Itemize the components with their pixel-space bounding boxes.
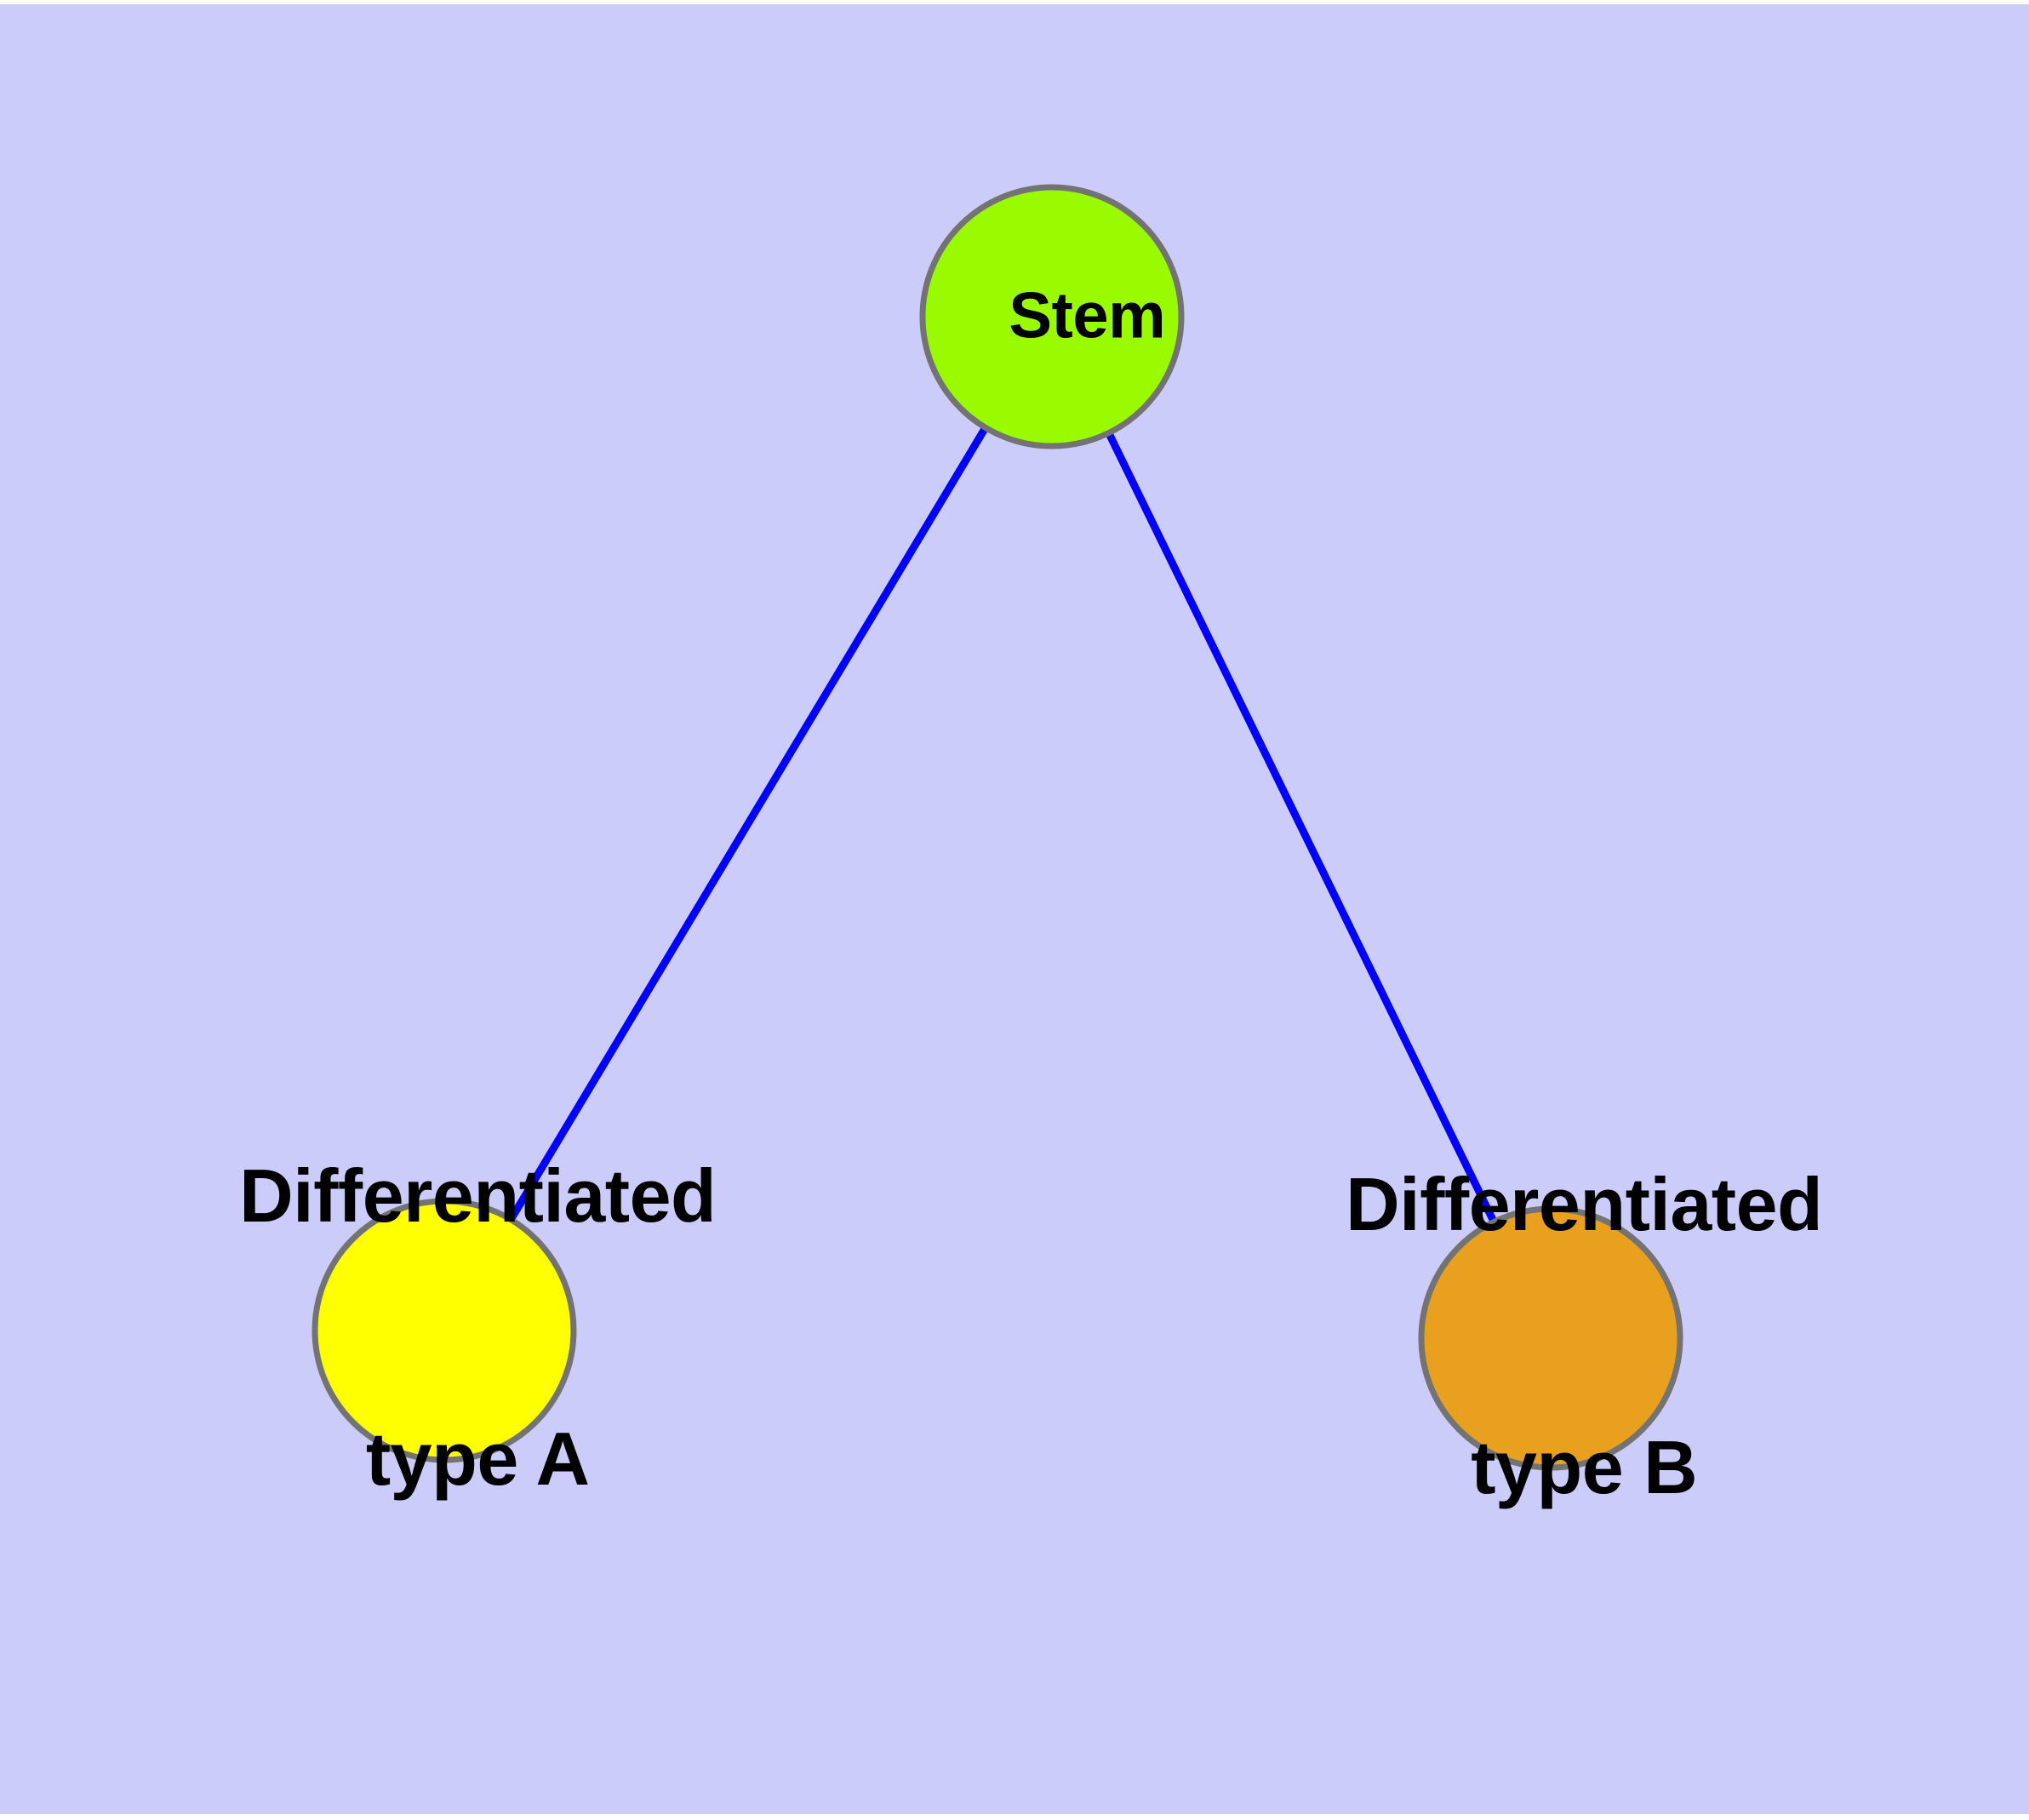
node-group xyxy=(311,184,1683,1471)
node-differentiated-type-b[interactable] xyxy=(1418,1205,1683,1471)
edge-group xyxy=(507,426,1498,1224)
edge-stem-to-differentiated-type-b[interactable] xyxy=(1105,431,1498,1224)
node-stem[interactable] xyxy=(919,184,1185,449)
edge-stem-to-differentiated-type-a[interactable] xyxy=(507,426,989,1222)
node-differentiated-type-a[interactable] xyxy=(311,1198,577,1463)
